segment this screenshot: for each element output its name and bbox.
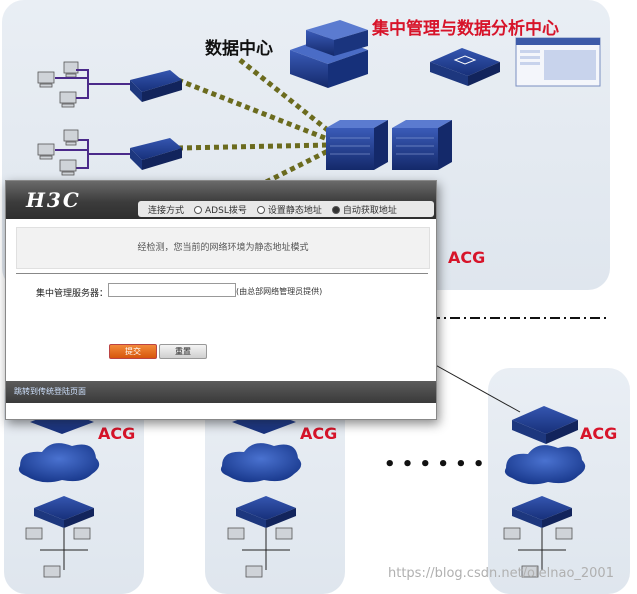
data-center-label: 数据中心 (205, 39, 273, 59)
radio-icon[interactable] (194, 206, 203, 214)
option-adsl[interactable]: ADSL拨号 (194, 203, 247, 216)
login-dialog: H3C 连接方式 ADSL拨号 设置静态地址 自动获取地址 经检测，您当前的网络… (5, 180, 437, 420)
legacy-login-link[interactable]: 跳转到传统登陆页面 (14, 387, 86, 396)
mgmt-center-label: 集中管理与数据分析中心 (372, 19, 559, 39)
server-hint: (由总部网络管理员提供) (236, 287, 323, 296)
server-input[interactable] (108, 283, 236, 297)
management-router (430, 48, 500, 86)
divider (16, 273, 428, 274)
option-dhcp[interactable]: 自动获取地址 (331, 203, 397, 216)
connection-mode-label: 连接方式 (148, 205, 185, 216)
branch-devices (18, 406, 586, 578)
submit-button[interactable]: 提交 (109, 344, 157, 359)
option-static[interactable]: 设置静态地址 (256, 203, 322, 216)
detect-message: 经检测，您当前的网络环境为静态地址模式 (16, 227, 430, 269)
management-console-thumbnail (515, 37, 601, 87)
acg-core-label: ACG (448, 248, 486, 267)
pc-group-mid (37, 129, 79, 176)
dialog-footer: 跳转到传统登陆页面 (6, 381, 436, 403)
radio-icon[interactable] (331, 206, 340, 214)
connection-mode-bar: 连接方式 ADSL拨号 设置静态地址 自动获取地址 (138, 201, 434, 217)
server-label: 集中管理服务器： (36, 289, 109, 299)
reset-button[interactable]: 重置 (159, 344, 207, 359)
watermark: https://blog.csdn.net/olelnao_2001 (388, 566, 614, 581)
core-acg-devices (326, 120, 452, 170)
wan-links (177, 58, 332, 193)
dialog-header: H3C 连接方式 ADSL拨号 设置静态地址 自动获取地址 (6, 181, 436, 219)
h3c-logo: H3C (26, 188, 81, 212)
acg-branch-1-label: ACG (98, 424, 136, 443)
acg-branch-2-label: ACG (300, 424, 338, 443)
more-branches-ellipsis: • • • • • • (384, 454, 485, 475)
radio-icon[interactable] (256, 206, 265, 214)
switch-left-top (130, 70, 182, 102)
switch-left-mid (130, 138, 182, 170)
acg-branch-3-label: ACG (580, 424, 618, 443)
pc-group-top (37, 61, 79, 108)
data-center-servers (290, 20, 368, 88)
